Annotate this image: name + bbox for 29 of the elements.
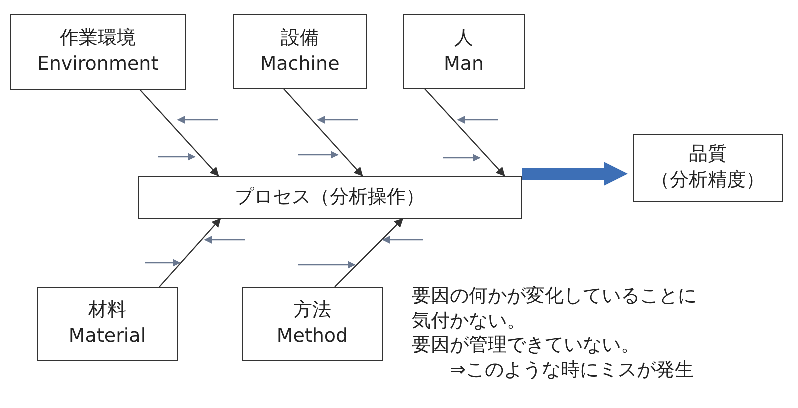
node-text: 人 [454, 26, 474, 51]
cause-box [233, 14, 367, 89]
node-text: （分析精度） [651, 168, 765, 193]
node-text: 材料 [88, 298, 126, 324]
arrow [140, 90, 220, 177]
note-text: 要因の何かが変化していることに気付かない。 [412, 284, 698, 334]
node-text: Man [444, 52, 484, 76]
node-text: Material [68, 324, 146, 349]
cause-box [10, 14, 186, 90]
node-text: 品質 [689, 142, 727, 168]
note-text: ⇒このような時にミスが発生 [449, 358, 695, 383]
arrow [159, 218, 222, 288]
node-text: Method [276, 324, 348, 349]
process-box [138, 176, 522, 219]
node-text: 設備 [281, 26, 319, 51]
node-text: Environment [37, 52, 159, 77]
node-text: プロセス（分析操作） [235, 184, 425, 210]
cause-box [242, 287, 383, 361]
node-text: 方法 [294, 298, 332, 324]
cause-box [37, 287, 178, 361]
node-text: Machine [260, 52, 340, 76]
cause-box [403, 14, 525, 89]
outcome-box [633, 134, 783, 202]
arrow [424, 88, 506, 177]
node-text: 作業環境 [60, 26, 136, 52]
arrow [283, 88, 364, 177]
arrow [522, 162, 628, 186]
note-text: 要因が管理できていない。 [412, 333, 641, 358]
arrow [334, 218, 404, 288]
